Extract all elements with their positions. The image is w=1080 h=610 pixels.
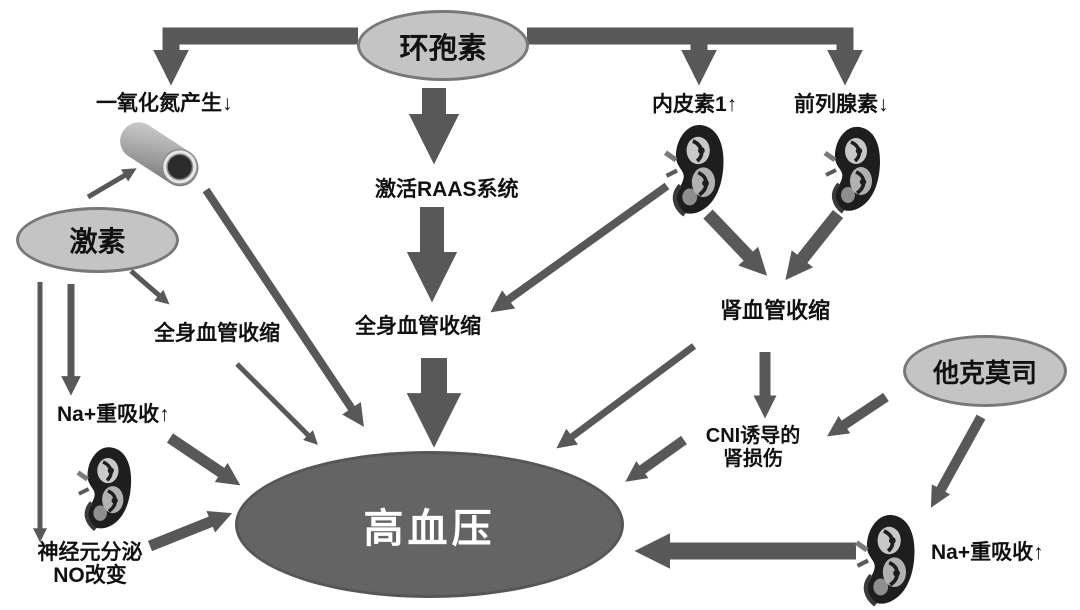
node-cyclosporine: 环孢素 <box>357 10 529 81</box>
kidney-icon <box>76 443 134 533</box>
label-prostaglandin: 前列腺素↓ <box>794 93 889 116</box>
node-hormones: 激素 <box>16 207 179 273</box>
kidney-icon <box>854 512 918 607</box>
label-renal-vasoconstriction: 肾血管收缩 <box>720 298 831 323</box>
label-cni-injury: CNI诱导的 肾损伤 <box>698 425 808 471</box>
label-systemic-vasoconstriction-left: 全身血管收缩 <box>154 322 280 345</box>
node-cyclosporine-label: 环孢素 <box>399 32 487 65</box>
kidney-icon <box>823 124 883 214</box>
label-neuron-no: 神经元分泌 NO改变 <box>25 541 155 587</box>
node-hypertension: 高血压 <box>235 451 624 598</box>
node-hypertension-label: 高血压 <box>363 506 496 551</box>
label-cni-injury-line2: 肾损伤 <box>723 448 783 470</box>
label-na-reabsorption-left: Na+重吸收↑ <box>57 403 170 426</box>
label-na-reabsorption-right: Na+重吸收↑ <box>931 541 1044 564</box>
label-nitric-oxide: 一氧化氮产生↓ <box>96 92 233 115</box>
blood-vessel-icon <box>113 120 213 192</box>
label-neuron-no-line2: NO改变 <box>53 564 127 587</box>
label-cni-injury-line1: CNI诱导的 <box>705 425 801 447</box>
label-neuron-no-line1: 神经元分泌 <box>37 541 143 564</box>
node-tacrolimus: 他克莫司 <box>903 335 1067 407</box>
kidney-icon <box>663 122 727 217</box>
node-hormones-label: 激素 <box>69 226 126 257</box>
label-raas: 激活RAAS系统 <box>375 178 519 201</box>
node-tacrolimus-label: 他克莫司 <box>932 357 1037 388</box>
label-systemic-vasoconstriction-center: 全身血管收缩 <box>355 315 481 338</box>
label-endothelin: 内皮素1↑ <box>652 93 738 116</box>
